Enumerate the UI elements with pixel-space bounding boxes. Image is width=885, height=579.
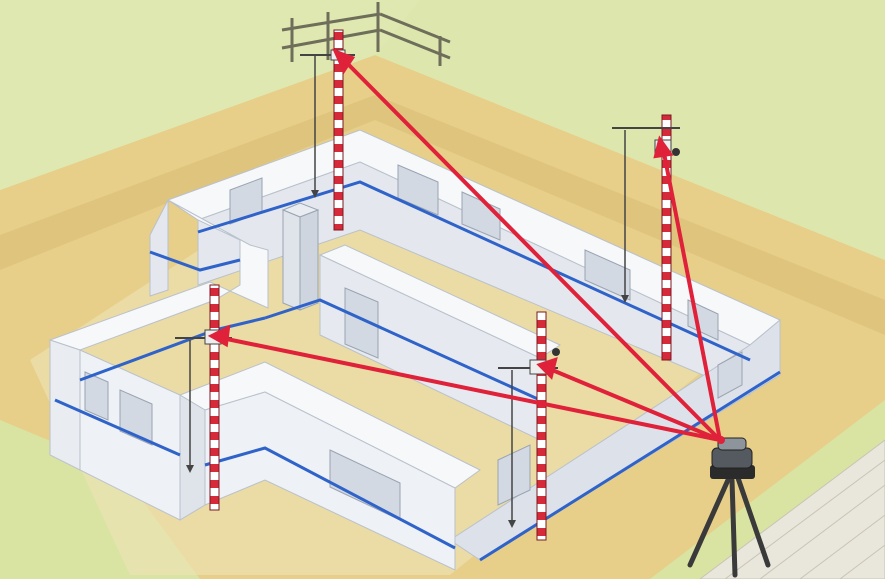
fence	[281, 2, 451, 66]
level-line-interior	[264, 298, 541, 402]
rotating-laser-icon	[710, 436, 755, 479]
chimney-left	[282, 209, 301, 311]
laser-beam-mid-left	[216, 335, 721, 442]
wall-face-right-outer	[449, 318, 781, 561]
level-lines	[54, 180, 781, 562]
arrow-back-left	[332, 48, 356, 75]
pavement	[699, 439, 885, 579]
level-line-front	[204, 446, 456, 550]
grass-rim-left	[0, 0, 375, 190]
laser-beam-back-left	[340, 56, 722, 442]
level-line-left-outer	[54, 398, 181, 457]
window-right-1	[717, 351, 743, 399]
chimney-right	[299, 209, 319, 311]
arrow-front	[536, 356, 558, 380]
arrow-mid-left	[207, 324, 231, 348]
wall-face-front-corner	[179, 394, 206, 521]
window-left-1	[84, 371, 109, 421]
staff-front-center	[498, 311, 560, 541]
door-interior	[344, 287, 379, 359]
laser-beams	[207, 48, 722, 442]
level-line-back	[197, 180, 751, 362]
grass-rim-right	[375, 0, 885, 260]
pavement-joints	[724, 459, 885, 579]
level-line-right	[479, 370, 781, 562]
wall-top-left-wing	[48, 199, 269, 351]
laser-beam-front	[544, 365, 721, 442]
window-front-2	[497, 444, 531, 506]
window-back-2	[397, 164, 439, 216]
level-line-left-back	[149, 250, 241, 272]
window-back-4	[584, 249, 631, 301]
laser-beam-back-right	[661, 147, 722, 441]
arrow-back-right	[653, 135, 674, 159]
pit-shadow	[0, 95, 885, 335]
tripod-icon	[687, 475, 771, 578]
